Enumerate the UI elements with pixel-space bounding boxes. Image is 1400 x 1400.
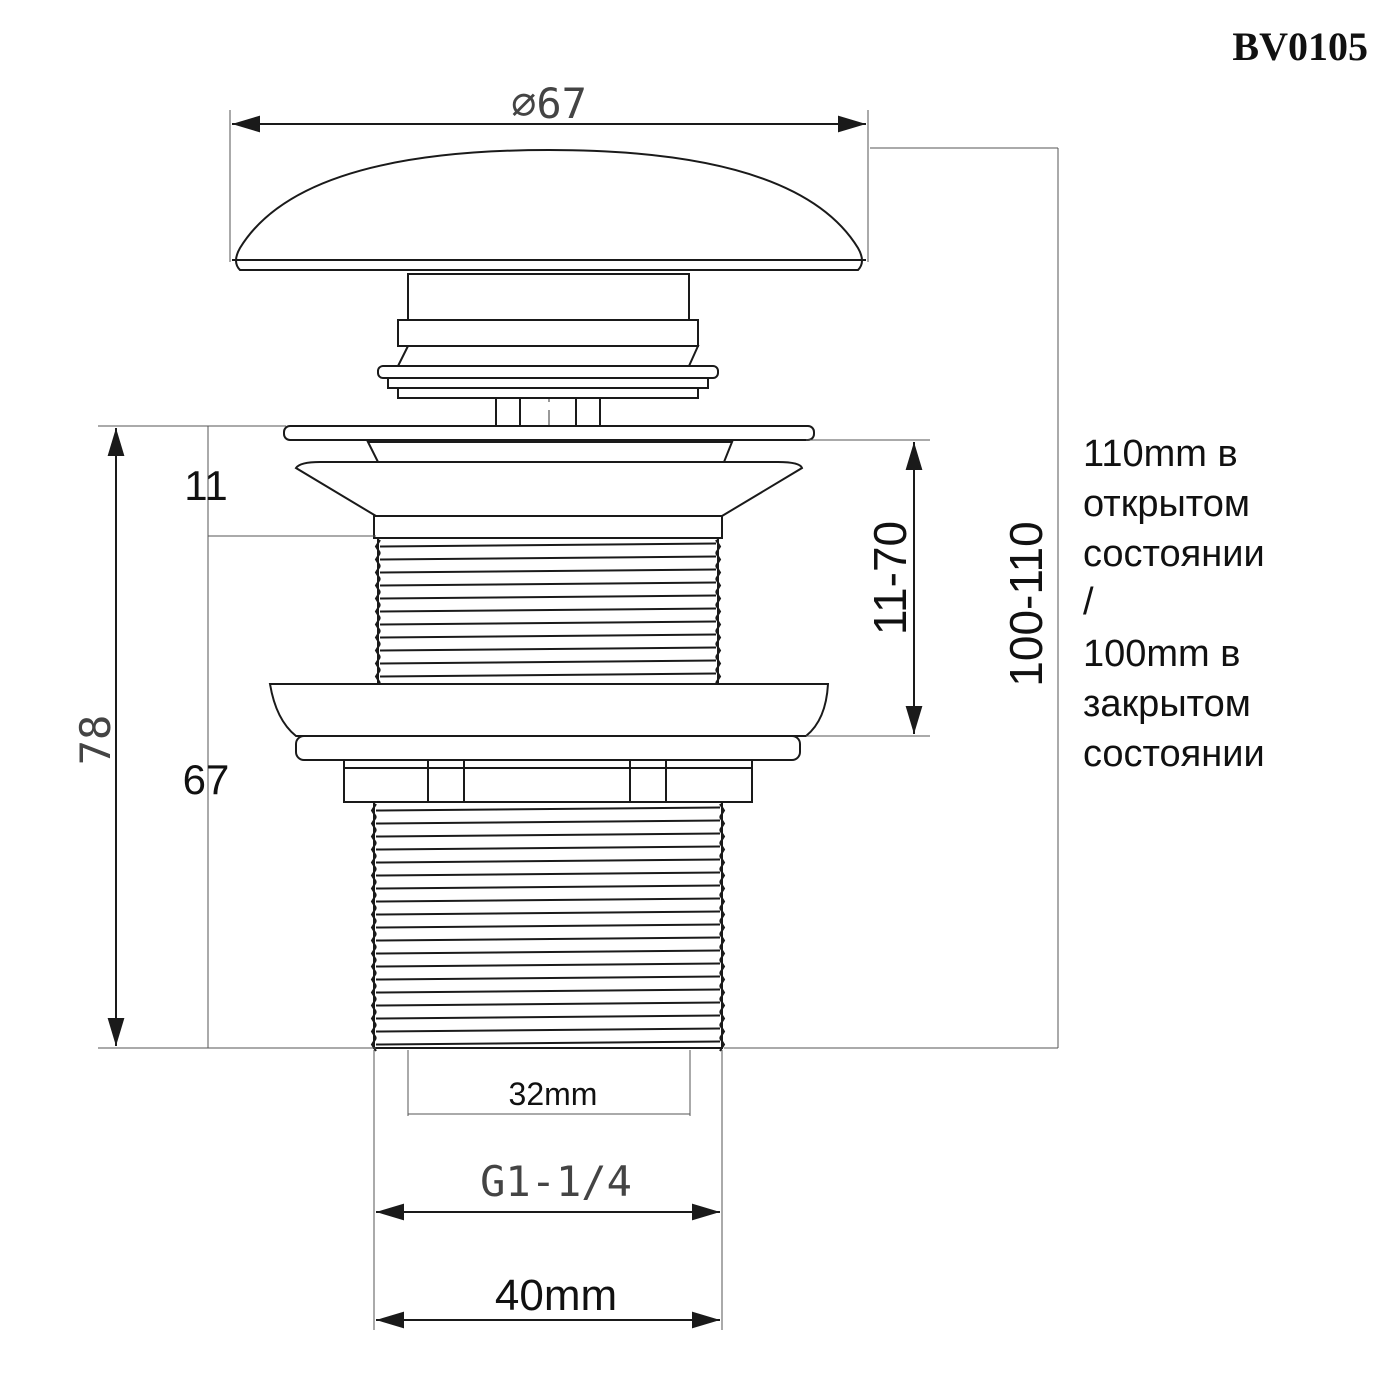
thread-ridge [374, 656, 722, 671]
dim-inner-heights: 11 67 [183, 426, 376, 1048]
thread-ridge [374, 591, 722, 606]
thread-ridge [374, 643, 722, 658]
thread-ridge [370, 920, 726, 935]
dim-body-78: 78 [71, 425, 376, 1049]
thread-ridge [370, 1037, 726, 1052]
thread-ridge [370, 972, 726, 987]
thread-ridge [374, 565, 722, 580]
dim-outer-diameter: 40mm [376, 1271, 720, 1329]
thread-ridge [374, 552, 722, 567]
total-height-label: 100-110 [1000, 521, 1052, 686]
thread-ridge [374, 630, 722, 645]
dim-total-height: 100-110 [724, 147, 1059, 1049]
dim-cap-diameter: ⌀67 [229, 79, 869, 262]
thread-ridge [370, 1024, 726, 1039]
thread-ridge [370, 907, 726, 922]
thread-ridge [374, 669, 722, 684]
thread-ridge [370, 855, 726, 870]
upper-thread [374, 537, 722, 685]
note-line-2: открытом [1083, 483, 1250, 525]
thread-ridge [374, 539, 722, 554]
thread-ridge [370, 959, 726, 974]
thread-ridge [370, 842, 726, 857]
thread-ridge [370, 933, 726, 948]
cap-stem [377, 273, 719, 427]
lower-thread [370, 801, 726, 1052]
note-line-5: 100mm в [1083, 633, 1240, 675]
thread-ridge [370, 816, 726, 831]
top-flange [283, 425, 815, 539]
thread-ridge [370, 829, 726, 844]
flange-gap-label: 11 [184, 462, 228, 509]
lower-length-label: 67 [183, 756, 230, 803]
thread-label: G1-1/4 [480, 1157, 632, 1206]
thread-ridge [370, 803, 726, 818]
thread-ridge [374, 604, 722, 619]
thread-ridge [370, 998, 726, 1013]
state-note: 110mm в открытом состоянии / 100mm в зак… [1083, 433, 1265, 775]
dim-adjust-range: 11-70 [806, 439, 930, 737]
thread-ridge [370, 985, 726, 1000]
note-line-4: / [1083, 581, 1094, 623]
dim-inner-diameter: 32mm [407, 1050, 691, 1116]
note-line-6: закрытом [1083, 683, 1251, 725]
thread-ridge [370, 868, 726, 883]
adjust-range-label: 11-70 [864, 521, 916, 635]
lock-washer [268, 683, 830, 761]
note-line-7: состоянии [1083, 733, 1265, 775]
note-line-3: состоянии [1083, 533, 1265, 575]
inner-diameter-label: 32mm [509, 1076, 598, 1112]
drain-cap [232, 148, 866, 271]
model-number: BV0105 [1232, 24, 1368, 69]
body-78-label: 78 [71, 715, 120, 766]
outer-diameter-label: 40mm [495, 1271, 617, 1320]
note-line-1: 110mm в [1083, 433, 1238, 475]
thread-ridge [374, 617, 722, 632]
hex-nut [343, 759, 753, 803]
dim-thread: G1-1/4 [373, 1050, 723, 1330]
thread-ridge [370, 894, 726, 909]
thread-ridge [370, 881, 726, 896]
thread-ridge [374, 578, 722, 593]
cap-diameter-label: ⌀67 [511, 79, 587, 128]
thread-ridge [370, 946, 726, 961]
thread-ridge [370, 1011, 726, 1026]
